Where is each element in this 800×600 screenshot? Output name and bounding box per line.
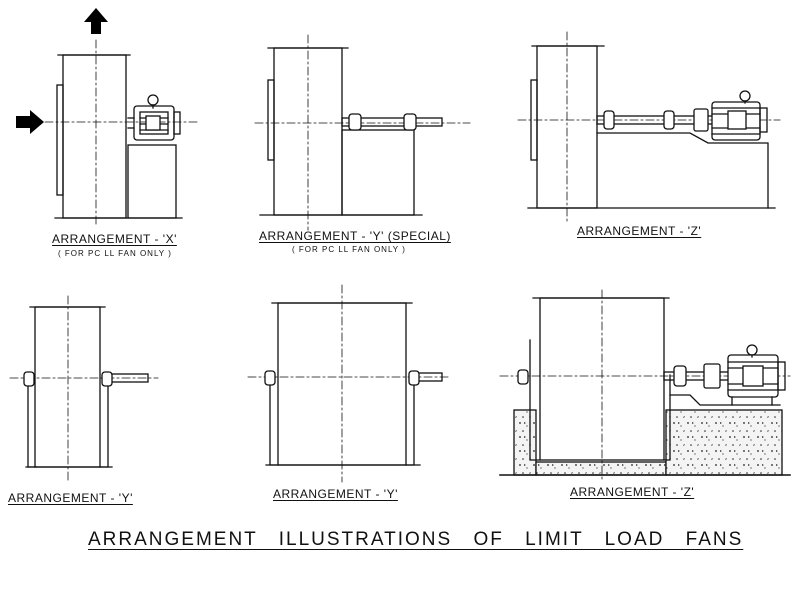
fan-casing [34, 306, 101, 468]
bearing [663, 110, 675, 130]
concrete-foundation [535, 461, 667, 476]
arrangement-y-drawing-left [9, 295, 159, 481]
bearing [101, 371, 113, 387]
motor-pedestal [127, 144, 177, 219]
arrangement-x-drawing [44, 39, 201, 226]
bearing [403, 113, 417, 131]
arrangement-z-label-top: ARRANGEMENT - 'Z' [577, 224, 702, 238]
arrangement-y-drawing-middle [247, 284, 451, 483]
concrete-foundation [513, 409, 537, 476]
arrangement-y-special-drawing [254, 34, 471, 231]
bearing [517, 369, 529, 385]
page-title: ARRANGEMENT ILLUSTRATIONS OF LIMIT LOAD … [88, 529, 744, 550]
shaft [341, 117, 443, 127]
arrangement-x-note: ( FOR PC LL FAN ONLY ) [58, 249, 172, 258]
fan-casing [62, 54, 127, 219]
arrangement-x-label: ARRANGEMENT - 'X' [52, 232, 177, 246]
bearing [603, 110, 615, 130]
motor [127, 94, 181, 141]
inlet-flange [56, 84, 64, 196]
coupling [703, 363, 721, 389]
arrangement-y-label-middle: ARRANGEMENT - 'Y' [273, 487, 398, 501]
outlet-arrow-icon [84, 8, 108, 34]
arrangement-z-drawing-top [517, 31, 781, 223]
arrangement-y-special-note: ( FOR PC LL FAN ONLY ) [292, 245, 406, 254]
arrangement-y-special-label: ARRANGEMENT - 'Y' (SPECIAL) [259, 229, 451, 243]
inlet-arrow-icon [16, 110, 44, 134]
bearing-pedestal [341, 129, 415, 216]
motor [711, 90, 768, 141]
arrangement-z-drawing-bottom [499, 289, 791, 481]
bearing [408, 370, 420, 386]
bearing [348, 113, 362, 131]
concrete-foundation [665, 409, 783, 476]
inlet-flange [267, 79, 275, 161]
bearing [23, 371, 35, 387]
motor [727, 344, 786, 406]
bearing [673, 365, 687, 387]
bearing [264, 370, 276, 386]
coupling [693, 108, 709, 132]
arrangement-z-label-bottom: ARRANGEMENT - 'Z' [570, 485, 695, 499]
arrangement-y-label-left: ARRANGEMENT - 'Y' [8, 491, 133, 505]
